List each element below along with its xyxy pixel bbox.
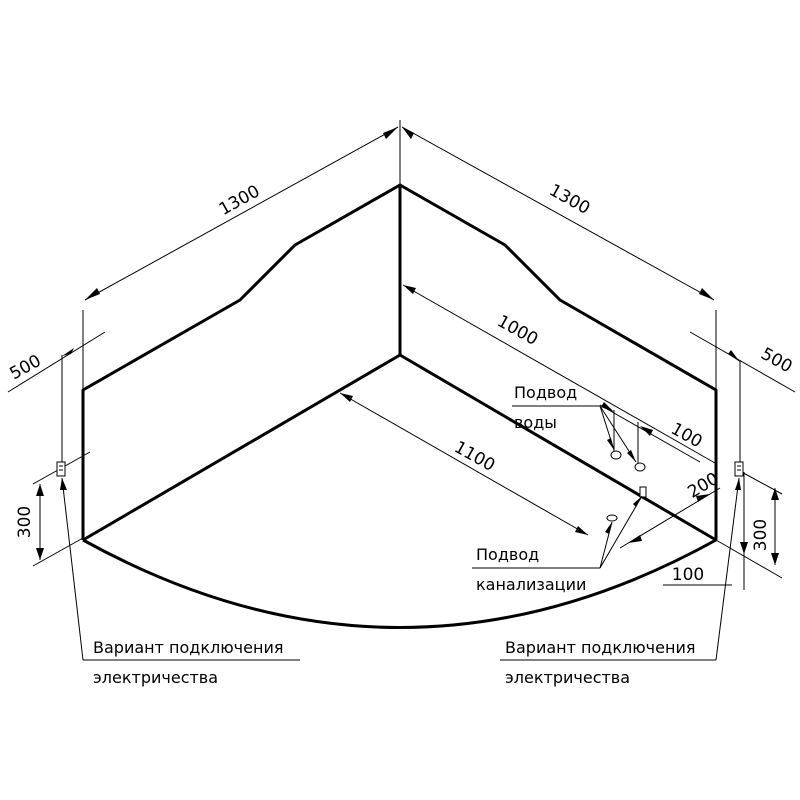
dimension-lines — [7, 120, 796, 590]
dim-line-width-right — [401, 126, 715, 301]
water-inlet-icon — [634, 462, 646, 472]
label-electric-right-line2: электричества — [505, 668, 630, 687]
electric-socket-right-icon — [734, 461, 744, 477]
bathtub-right-wall — [399, 183, 718, 540]
electric-sockets — [56, 461, 744, 477]
dim-line-width-left — [84, 126, 399, 301]
water-inlets — [610, 450, 646, 472]
leader-lines — [60, 405, 741, 661]
label-electric-left-line1: Вариант подключения — [93, 638, 283, 657]
drain-fittings — [606, 486, 647, 522]
bathtub-outline — [81, 183, 718, 629]
water-inlet-icon — [610, 450, 622, 460]
dim-width-right: 1300 — [546, 180, 594, 218]
dim-offset-left: 500 — [7, 351, 45, 384]
label-drain-line1: Подвод — [476, 545, 539, 564]
label-electric-right-line1: Вариант подключения — [505, 638, 695, 657]
bathtub-floor-right-edge — [399, 353, 717, 542]
bathtub-floor-left-edge — [82, 353, 401, 542]
label-water-line2: воды — [514, 413, 557, 432]
dim-height-left: 300 — [15, 506, 35, 538]
drain-fitting-icon — [606, 514, 618, 522]
electric-socket-left-icon — [56, 461, 66, 477]
dim-offset-right: 500 — [757, 344, 795, 377]
bathtub-left-wall — [81, 183, 402, 540]
dim-line-side — [402, 284, 716, 464]
bathtub-front-arc — [82, 538, 717, 629]
dim-line-diagonal — [339, 392, 589, 536]
label-water-line1: Подвод — [514, 383, 577, 402]
dim-drain-height: 100 — [672, 565, 704, 585]
label-drain-line2: канализации — [476, 575, 586, 594]
dim-height-right: 300 — [751, 519, 771, 551]
dim-side: 1000 — [494, 311, 542, 349]
label-electric-left-line2: электричества — [93, 668, 218, 687]
drain-fitting-icon — [639, 486, 647, 498]
